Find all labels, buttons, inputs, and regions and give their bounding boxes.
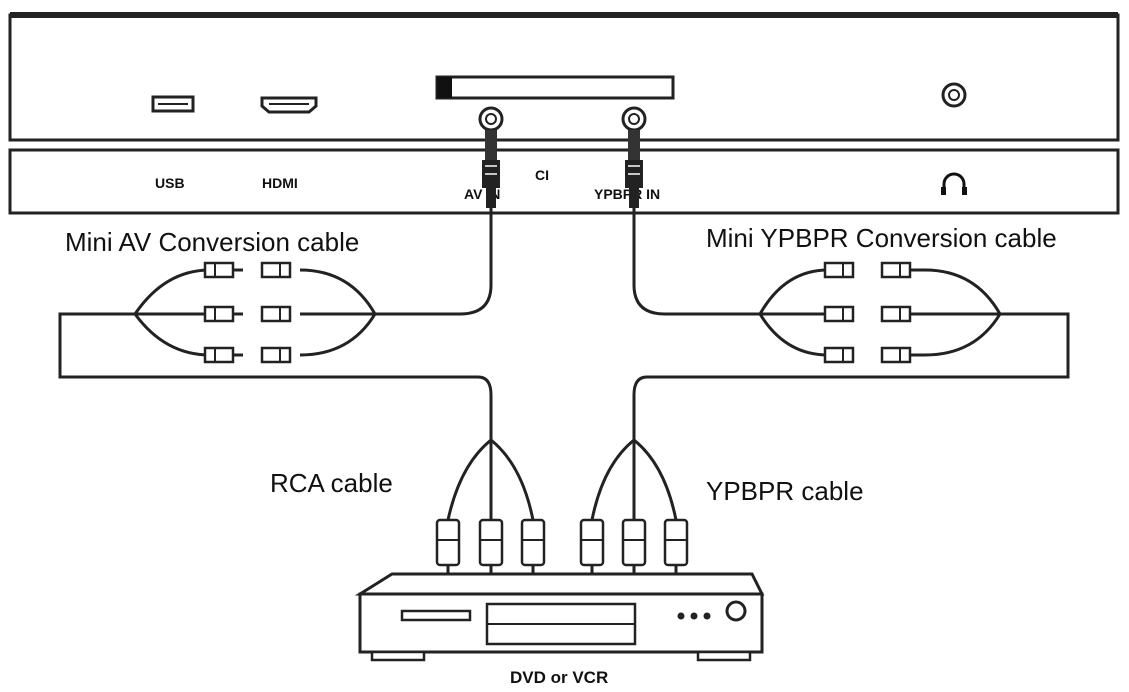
av-in-jack: [478, 106, 504, 132]
rca-cable-label: RCA cable: [270, 468, 393, 498]
rca-cable: [435, 438, 546, 578]
av-mini-plug: [482, 130, 500, 208]
tv-panel-upper: [8, 12, 1120, 142]
usb-label: USB: [155, 175, 185, 191]
ci-slot-icon: [435, 75, 675, 100]
ypbpr-cable-label: YPBPR cable: [706, 476, 864, 506]
usb-port-icon: [151, 95, 195, 113]
mini-av-cable-label: Mini AV Conversion cable: [65, 227, 359, 257]
rca-plug-pair: [823, 261, 925, 279]
rca-plug-pair: [823, 305, 925, 323]
rca-plug-pair: [823, 346, 925, 364]
tv-panel-label-strip: [8, 148, 1120, 215]
rca-plug-pair: [203, 305, 292, 323]
device-label: DVD or VCR: [510, 668, 608, 687]
rca-plug-pair: [203, 346, 292, 364]
rca-plug-pair: [203, 261, 292, 279]
hdmi-port-icon: [260, 96, 318, 114]
ypbpr-cable: [579, 438, 689, 578]
mini-ypbpr-cable-label: Mini YPBPR Conversion cable: [706, 223, 1057, 253]
ci-label: CI: [535, 167, 549, 183]
ypbpr-in-jack: [621, 106, 647, 132]
ypbpr-mini-plug: [625, 130, 643, 208]
mini-av-conversion-cable: [58, 208, 493, 440]
mini-ypbpr-conversion-cable: [632, 208, 1070, 440]
headphone-icon: [941, 172, 967, 195]
hdmi-label: HDMI: [262, 175, 298, 191]
headphone-jack: [941, 82, 967, 108]
ypbpr-in-label: YPBPR IN: [594, 186, 660, 202]
dvd-vcr-device: [354, 572, 765, 662]
